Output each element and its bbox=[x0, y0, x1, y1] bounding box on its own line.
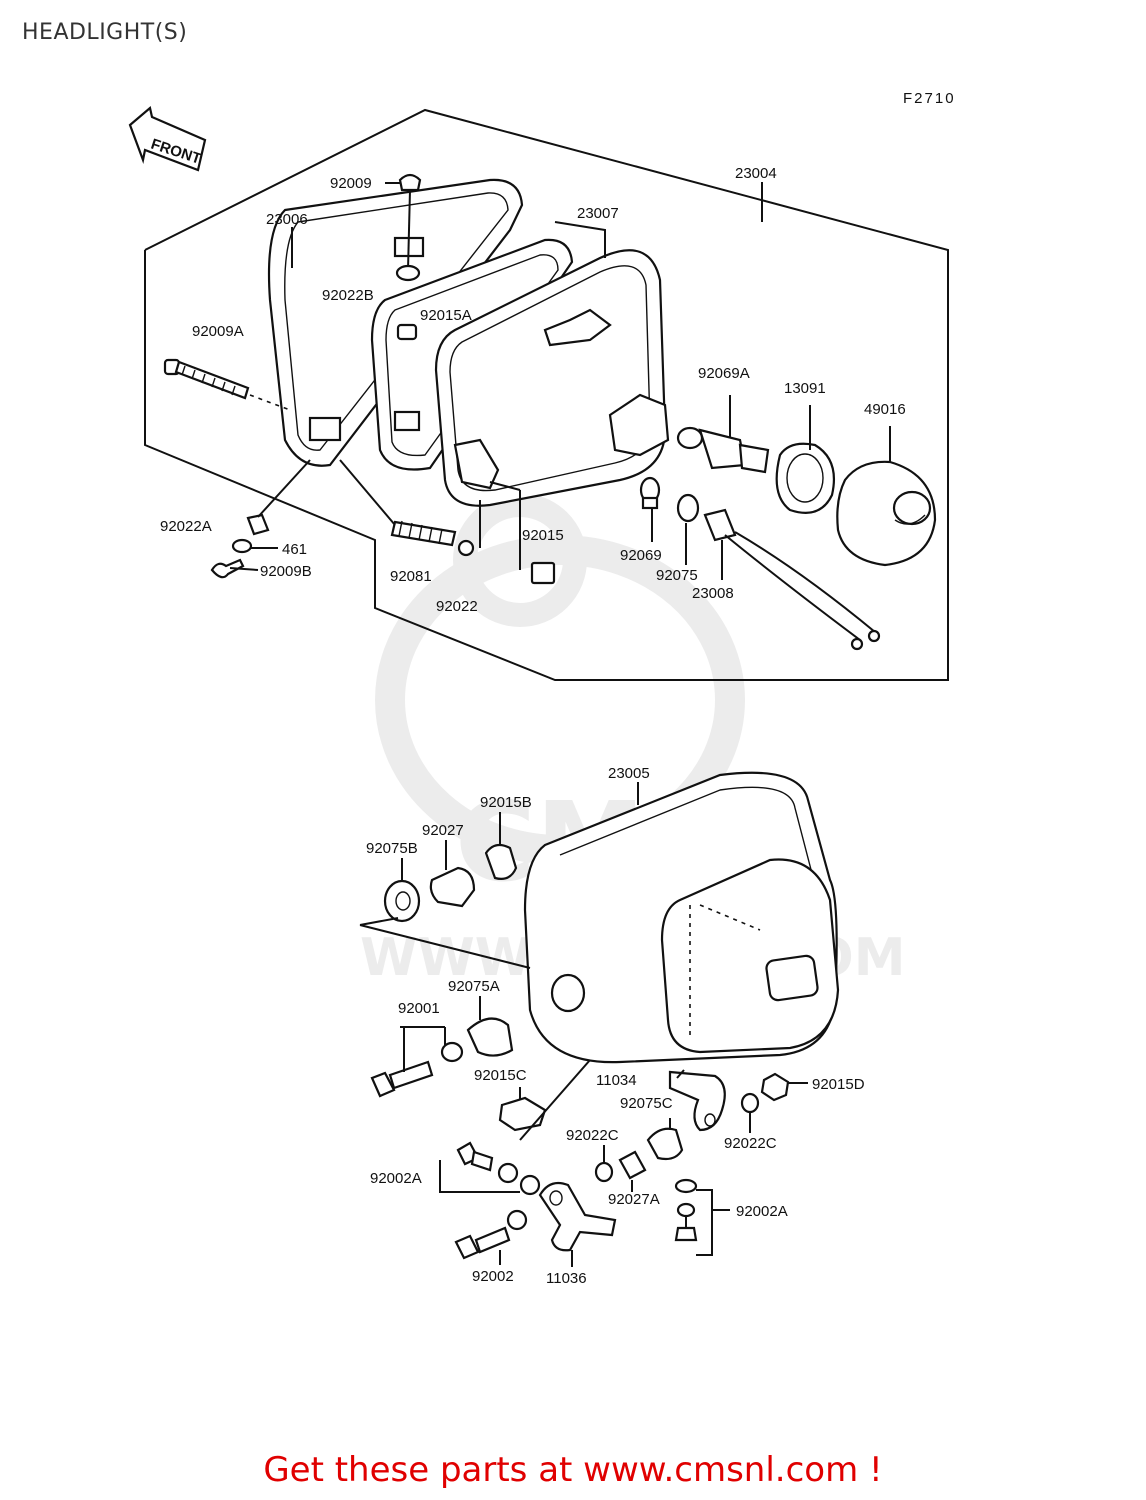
label-92081: 92081 bbox=[390, 568, 432, 585]
label-92009B: 92009B bbox=[260, 563, 312, 580]
label-92022C-right: 92022C bbox=[724, 1135, 777, 1152]
lens-unit bbox=[434, 249, 670, 507]
label-92015: 92015 bbox=[522, 527, 564, 544]
label-92075A: 92075A bbox=[448, 978, 500, 995]
label-23007: 23007 bbox=[577, 205, 619, 222]
label-11036: 11036 bbox=[546, 1270, 587, 1287]
clip-92015C bbox=[498, 1059, 591, 1141]
label-92027A: 92027A bbox=[608, 1191, 660, 1208]
label-92015A: 92015A bbox=[420, 307, 472, 324]
bolt-92001-stack bbox=[370, 996, 514, 1098]
label-92002A-right: 92002A bbox=[736, 1203, 788, 1220]
rim-clip-bottom bbox=[308, 416, 342, 442]
label-92075: 92075 bbox=[656, 567, 698, 584]
bulb-socket-ring bbox=[608, 393, 670, 457]
label-92002: 92002 bbox=[472, 1268, 514, 1285]
label-461: 461 bbox=[282, 541, 307, 558]
headlight-case-23005 bbox=[523, 771, 840, 1064]
label-92022: 92022 bbox=[436, 598, 478, 615]
cover-49016 bbox=[836, 426, 937, 567]
label-92022B: 92022B bbox=[322, 287, 374, 304]
leader-lines-upper bbox=[291, 182, 763, 268]
adjuster-parts-left bbox=[210, 459, 311, 579]
label-92009: 92009 bbox=[330, 175, 372, 192]
screw-92009A bbox=[163, 358, 291, 411]
label-92022C-left: 92022C bbox=[566, 1127, 619, 1144]
label-49016: 49016 bbox=[864, 401, 906, 418]
label-92002A-left: 92002A bbox=[370, 1170, 422, 1187]
front-arrow-icon: FRONT bbox=[128, 105, 207, 172]
assembly-23004-outline bbox=[144, 108, 949, 681]
label-92022A: 92022A bbox=[160, 518, 212, 535]
label-92015D: 92015D bbox=[812, 1076, 865, 1093]
label-13091: 13091 bbox=[784, 380, 826, 397]
label-23008: 23008 bbox=[692, 585, 734, 602]
label-23004: 23004 bbox=[735, 165, 777, 182]
socket-13091 bbox=[775, 405, 836, 514]
label-92015B: 92015B bbox=[480, 794, 532, 811]
lens-adjuster-tab bbox=[453, 438, 500, 490]
lens-top-bracket bbox=[543, 308, 612, 347]
label-92027: 92027 bbox=[422, 822, 464, 839]
page-title: HEADLIGHT(S) bbox=[22, 20, 188, 45]
label-92009A: 92009A bbox=[192, 323, 244, 340]
bracket-11036 bbox=[439, 1141, 617, 1267]
label-92069A: 92069A bbox=[698, 365, 750, 382]
label-11034: 11034 bbox=[596, 1072, 637, 1089]
bulb-wiring-parts bbox=[639, 476, 881, 651]
label-92075B: 92075B bbox=[366, 840, 418, 857]
bracket-11034 bbox=[668, 1069, 808, 1133]
mount-parts-lower-right bbox=[594, 1118, 730, 1256]
bulb-92069A bbox=[676, 395, 770, 474]
part-labels: 23004 23006 23007 92009 92022B 92015A 92… bbox=[160, 165, 906, 1287]
screw-92009-stack bbox=[395, 173, 422, 341]
label-92075C: 92075C bbox=[620, 1095, 673, 1112]
label-23005: 23005 bbox=[608, 765, 650, 782]
label-92001: 92001 bbox=[398, 1000, 440, 1017]
footer-link-banner[interactable]: Get these parts at www.cmsnl.com ! bbox=[263, 1450, 883, 1490]
headlight-exploded-diagram: CMS WWW.CMSNL.COM F2710 FRONT bbox=[128, 90, 956, 1287]
mount-parts-upper bbox=[359, 812, 531, 969]
label-92069: 92069 bbox=[620, 547, 662, 564]
label-92015C: 92015C bbox=[474, 1067, 527, 1084]
label-23006: 23006 bbox=[266, 211, 308, 228]
figure-code: F2710 bbox=[903, 90, 956, 107]
clip-92015 bbox=[489, 481, 556, 585]
frame-clip bbox=[393, 410, 421, 432]
spring-92081 bbox=[339, 459, 481, 557]
